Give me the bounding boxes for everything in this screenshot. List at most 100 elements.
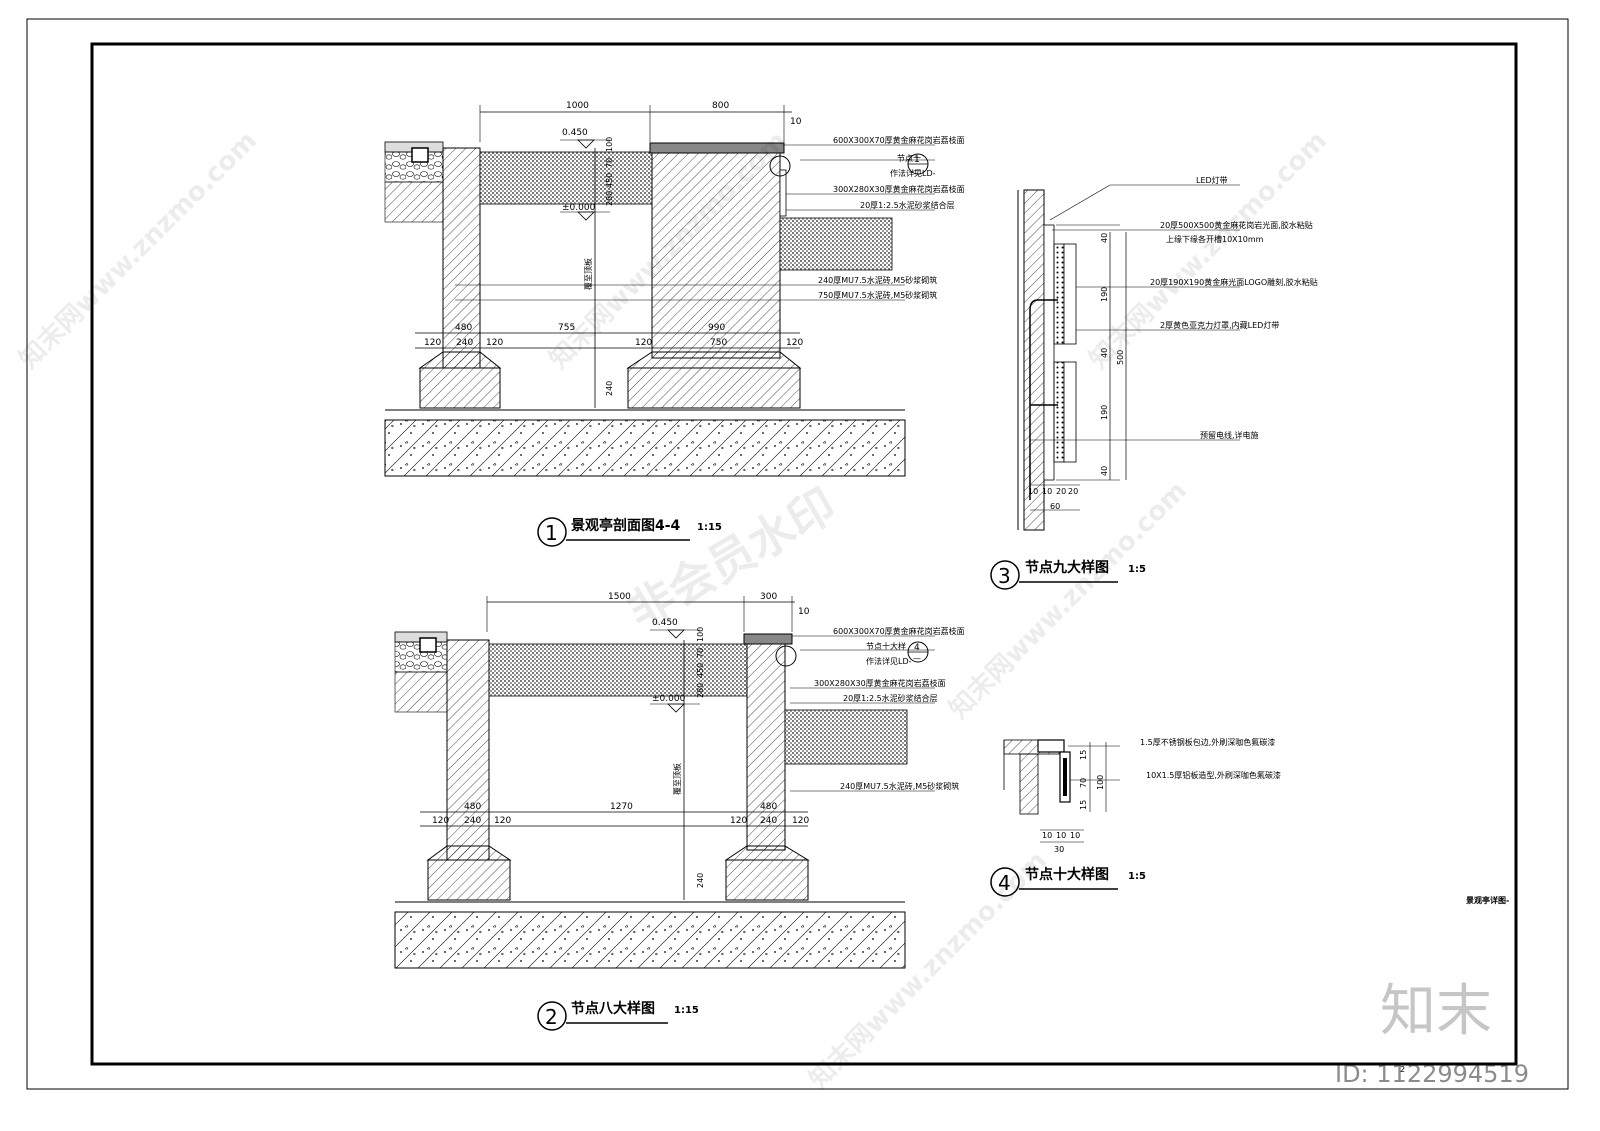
- drawing-3-title: [990, 560, 1118, 590]
- d2-dim-v-5: 240: [696, 873, 705, 888]
- watermark-site-4: 知末网www.znzmo.com: [944, 476, 1193, 725]
- d1-dim-bl-4: 120: [635, 338, 652, 348]
- d1-note-4: 240厚MU7.5水泥砖,M5砂浆砌筑: [818, 275, 937, 285]
- d1-dim-v-5: 240: [605, 381, 614, 396]
- d3-note-1: LED灯带: [1196, 175, 1228, 185]
- d4-dim-v-1: 15: [1079, 750, 1088, 760]
- d3-dim-b-3: 20: [1056, 487, 1066, 496]
- watermark-site-5: 知末网www.znzmo.com: [804, 846, 1053, 1095]
- d2-dim-bl-1: 120: [432, 816, 449, 826]
- drawing-1-title: [537, 517, 690, 547]
- d2-dim-v-2: 70: [696, 648, 705, 658]
- d3-dim-b-1: 10: [1028, 487, 1038, 496]
- d4-title: 节点十大样图: [1025, 866, 1109, 883]
- watermark-site-1: 知末网www.znzmo.com: [14, 126, 263, 375]
- drawing-1-section: [384, 105, 935, 477]
- d1-dim-bl-6: 120: [786, 338, 803, 348]
- d4-number: 4: [998, 871, 1011, 895]
- d2-dim-bl-5: 240: [760, 816, 777, 826]
- d2-dim-bl-4: 120: [730, 816, 747, 826]
- d1-dim-bu-2: 755: [558, 323, 575, 333]
- d2-scale: 1:15: [674, 1005, 699, 1016]
- d2-dim-v-1: 100: [696, 627, 705, 642]
- d4-note-2: 10X1.5厚铝板造型,外刷深咖色氟碳漆: [1146, 770, 1281, 780]
- d3-number: 3: [998, 564, 1011, 588]
- d2-dim-bu-2: 1270: [610, 802, 633, 812]
- d1-dim-top-2: 800: [712, 101, 729, 111]
- d1-vertical-note: 覆至顶板: [583, 258, 593, 290]
- watermark-member: 非会员水印: [619, 478, 845, 640]
- outer-frame: [26, 18, 1569, 1090]
- d2-callout-ref: 作法详见LD-: [866, 656, 912, 666]
- d2-dim-top-3: 10: [798, 607, 810, 617]
- d1-dim-bu-1: 480: [455, 323, 472, 333]
- d2-callout-num: 4: [914, 643, 920, 653]
- d2-note-1: 600X300X70厚黄金麻花岗岩荔枝面: [833, 626, 965, 636]
- d3-dim-v-1: 40: [1100, 233, 1109, 243]
- d1-callout-den: —: [913, 166, 921, 175]
- d2-level-top: 0.450: [652, 618, 678, 628]
- d1-scale: 1:15: [697, 522, 722, 533]
- d1-dim-v-3: 450: [605, 173, 614, 188]
- d1-dim-top-1: 1000: [566, 101, 589, 111]
- d2-dim-v-4: 280: [696, 683, 705, 698]
- d2-level-zero: ±0.000: [652, 694, 686, 704]
- d2-dim-top-2: 300: [760, 592, 777, 602]
- d2-number: 2: [545, 1005, 558, 1029]
- inner-frame: [90, 42, 1518, 1066]
- d1-level-top: 0.450: [562, 128, 588, 138]
- d3-title: 节点九大样图: [1025, 559, 1109, 576]
- d4-scale: 1:5: [1128, 871, 1146, 882]
- d1-callout-ref: 作法详见LD-: [890, 168, 936, 178]
- d2-callout-den: —: [913, 654, 921, 663]
- d2-vertical-note: 覆至顶板: [672, 763, 682, 795]
- drawing-4-detail: [1003, 739, 1120, 843]
- d3-dim-v-3: 40: [1100, 348, 1109, 358]
- d4-dim-v-4: 15: [1079, 800, 1088, 810]
- d3-dim-b-4: 20: [1068, 487, 1078, 496]
- drawing-2-title: [537, 1001, 668, 1031]
- d2-dim-bl-6: 120: [792, 816, 809, 826]
- d1-dim-bl-5: 750: [710, 338, 727, 348]
- d1-note-1: 600X300X70厚黄金麻花岗岩荔枝面: [833, 135, 965, 145]
- d2-note-3: 20厚1:2.5水泥砂浆结合层: [843, 693, 938, 703]
- d4-dim-b-2: 10: [1056, 831, 1066, 840]
- d2-note-2: 300X280X30厚黄金麻花岗岩荔枝面: [814, 678, 946, 688]
- d3-note-6: 预留电线,详电施: [1200, 430, 1259, 440]
- d1-dim-v-2: 70: [605, 158, 614, 168]
- d1-dim-v-1: 100: [605, 137, 614, 152]
- d1-dim-bl-1: 120: [424, 338, 441, 348]
- d1-number: 1: [545, 521, 558, 545]
- watermark-id: ID: 1122994519: [1335, 1060, 1529, 1088]
- d4-dim-b-3: 10: [1070, 831, 1080, 840]
- drawing-4-title: [990, 867, 1118, 897]
- d1-dim-top-3: 10: [790, 117, 802, 127]
- d1-level-zero: ±0.000: [562, 203, 596, 213]
- d4-dim-v-2: 70: [1079, 778, 1088, 788]
- title-block-drawing-name: 景观亭详图-: [1466, 895, 1509, 905]
- watermark-site-3: 知末网www.znzmo.com: [1084, 126, 1333, 375]
- d3-dim-v-4: 500: [1116, 350, 1125, 365]
- d4-dim-b-1: 10: [1042, 831, 1052, 840]
- d3-dim-v-6: 40: [1100, 466, 1109, 476]
- d2-dim-bu-3: 480: [760, 802, 777, 812]
- page-mark: 2: [1400, 1065, 1405, 1074]
- d2-title: 节点八大样图: [571, 1000, 655, 1017]
- d4-dim-b-4: 30: [1054, 845, 1064, 854]
- d4-dim-v-3: 100: [1096, 775, 1105, 790]
- d1-dim-v-4: 280: [605, 191, 614, 206]
- d2-dim-v-3: 450: [696, 663, 705, 678]
- d2-note-4: 240厚MU7.5水泥砖,M5砂浆砌筑: [840, 781, 959, 791]
- watermark-brand: 知末: [1380, 979, 1492, 1044]
- d2-dim-top-1: 1500: [608, 592, 631, 602]
- drawing-2-section: [394, 596, 935, 969]
- d1-callout-num: 1: [914, 155, 920, 165]
- d2-callout-label: 节点十大样: [866, 641, 906, 651]
- d2-dim-bl-3: 120: [494, 816, 511, 826]
- d1-callout-label: 节点十: [897, 153, 921, 163]
- d3-dim-b-5: 60: [1050, 502, 1060, 511]
- d3-dim-v-2: 190: [1100, 287, 1109, 302]
- d4-note-1: 1.5厚不锈钢板包边,外刷深咖色氟碳漆: [1140, 737, 1275, 747]
- d3-note-2: 20厚500X500黄金麻花岗岩光面,胶水粘贴: [1160, 220, 1313, 230]
